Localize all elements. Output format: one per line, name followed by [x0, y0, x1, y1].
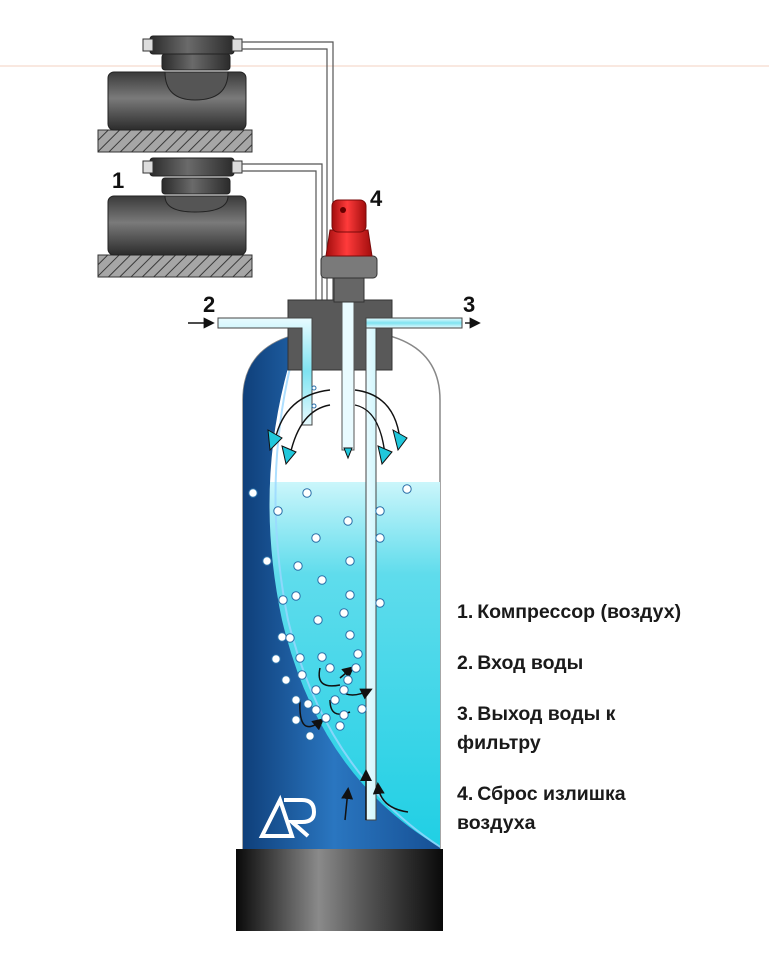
flow-arrows-top	[274, 389, 401, 456]
callout-water-inlet: 2	[203, 292, 216, 317]
air-bubble	[345, 630, 355, 640]
air-bubble	[311, 685, 321, 695]
air-bubble	[335, 721, 345, 731]
ar-logo	[258, 794, 317, 838]
air-bubble	[402, 484, 412, 494]
air-bubble	[262, 556, 272, 566]
air-bubble	[291, 695, 301, 705]
callout-water-outlet: 3	[463, 292, 476, 317]
legend: 1.Компрессор (воздух) 2.Вход воды 3.Выхо…	[457, 598, 757, 860]
legend-num: 1.	[457, 601, 474, 623]
compressor-upper	[97, 35, 253, 153]
callout-compressor: 1	[112, 168, 125, 193]
air-bubble	[293, 561, 303, 571]
legend-item-water-inlet: 2.Вход воды	[457, 649, 757, 678]
air-bubble	[345, 590, 355, 600]
air-bubble	[345, 556, 355, 566]
legend-text: Сброс излишка воздуха	[457, 783, 626, 834]
air-bubble	[313, 615, 323, 625]
legend-item-compressor: 1.Компрессор (воздух)	[457, 598, 757, 627]
air-bubble	[302, 488, 312, 498]
tank-base	[236, 849, 443, 931]
air-bubble	[311, 403, 317, 409]
legend-num: 4.	[457, 783, 474, 805]
compressor-lower	[97, 157, 253, 278]
air-bubble	[375, 533, 385, 543]
air-release-valve	[320, 199, 378, 303]
air-bubble	[297, 670, 307, 680]
flow-arrowheads-top	[267, 428, 408, 466]
air-bubble	[311, 533, 321, 543]
air-bubble	[321, 713, 331, 723]
air-bubble	[375, 598, 385, 608]
air-bubble	[317, 652, 327, 662]
legend-num: 2.	[457, 652, 474, 674]
air-bubble	[343, 516, 353, 526]
legend-text: Выход воды к фильтру	[457, 703, 616, 754]
air-bubble	[277, 632, 287, 642]
air-bubble	[295, 653, 305, 663]
air-bubble	[271, 654, 281, 664]
callout-air-release: 4	[370, 186, 383, 211]
air-bubble	[311, 705, 321, 715]
air-bubble	[325, 663, 335, 673]
air-bubble	[317, 575, 327, 585]
air-bubble	[339, 685, 349, 695]
legend-item-air-release: 4.Сброс излишка воздуха	[457, 780, 687, 838]
air-bubble	[248, 488, 258, 498]
air-bubble	[375, 506, 385, 516]
air-bubble	[343, 675, 353, 685]
air-bubble	[353, 649, 363, 659]
air-bubble	[281, 675, 291, 685]
legend-num: 3.	[457, 703, 474, 725]
air-bubble	[330, 695, 340, 705]
legend-text: Вход воды	[477, 652, 584, 674]
air-bubble	[339, 710, 349, 720]
legend-text: Компрессор (воздух)	[477, 601, 682, 623]
air-bubble	[285, 633, 295, 643]
air-bubble	[311, 385, 317, 391]
air-bubble	[273, 506, 283, 516]
air-bubble	[303, 699, 313, 709]
air-bubble	[305, 731, 315, 741]
air-bubble	[339, 608, 349, 618]
air-bubble	[357, 704, 367, 714]
tank-head	[217, 299, 463, 821]
air-bubble	[278, 595, 288, 605]
air-bubble	[291, 715, 301, 725]
legend-item-water-outlet: 3.Выход воды к фильтру	[457, 700, 687, 758]
air-bubble	[291, 591, 301, 601]
air-bubble	[351, 663, 361, 673]
air-bubbles	[248, 385, 412, 741]
